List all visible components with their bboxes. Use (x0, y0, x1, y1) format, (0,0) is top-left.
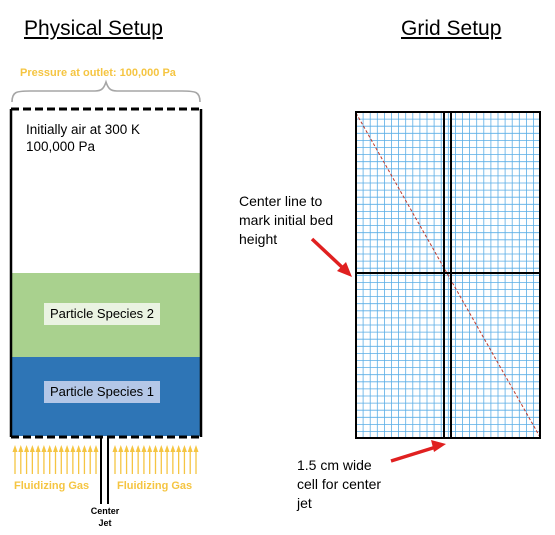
grid-setup-heading: Grid Setup (401, 17, 502, 40)
fluidizing-gas-right-arrow-head (129, 445, 135, 452)
fluidizing-gas-left-arrow-head (24, 445, 30, 452)
fluidizing-gas-left-arrow-head (93, 445, 99, 452)
fluidizing-gas-right-arrow-head (187, 445, 193, 452)
jet-cell-arrow-head (431, 440, 446, 452)
center-jet-label-line1: Center (90, 506, 120, 516)
outlet-pressure-label: Pressure at outlet: 100,000 Pa (20, 67, 176, 79)
fluidizing-gas-right-arrow-head (164, 445, 170, 452)
fluidizing-gas-left-arrow-head (81, 445, 87, 452)
fluidizing-gas-left-arrow-head (47, 445, 53, 452)
fluidizing-gas-right-arrow-head (118, 445, 124, 452)
particle-species-1-label: Particle Species 1 (44, 381, 160, 403)
jet-cell-annotation: 1.5 cm wide cell for center jet (297, 456, 381, 513)
fluidizing-gas-right-arrow-head (147, 445, 153, 452)
fluidizing-gas-left-arrow-head (87, 445, 93, 452)
fluidizing-gas-right-arrow-head (181, 445, 187, 452)
fluidizing-gas-right-arrow-head (193, 445, 199, 452)
fluidizing-gas-left-arrow-head (12, 445, 18, 452)
jet-cell-annotation-line3: jet (297, 495, 312, 511)
initial-conditions-line1: Initially air at 300 K (26, 122, 141, 137)
fluidizing-gas-right-arrow-head (112, 445, 118, 452)
center-jet-label: Center Jet (84, 505, 126, 529)
fluidizing-gas-right-arrow-head (141, 445, 147, 452)
fluidizing-gas-right-arrow-head (170, 445, 176, 452)
jet-cell-annotation-line1: 1.5 cm wide (297, 457, 372, 473)
fluidizing-gas-left-arrow-head (53, 445, 58, 452)
fluidizing-gas-left-arrow-head (64, 445, 70, 452)
fluidizing-gas-left-arrow-head (58, 445, 64, 452)
fluidizing-gas-left-arrow-head (76, 445, 82, 452)
initial-conditions-line2: 100,000 Pa (26, 139, 96, 154)
fluidizing-gas-right-arrow-head (124, 445, 130, 452)
center-line-annotation-line1: Center line to (239, 193, 323, 209)
fluidizing-gas-right-arrow-head (135, 445, 141, 452)
center-jet-label-line2: Jet (98, 518, 112, 528)
center-line-annotation: Center line to mark initial bed height (239, 192, 333, 249)
jet-cell-annotation-line2: cell for center (297, 476, 382, 492)
fluidizing-gas-left-arrow-head (18, 445, 24, 452)
fluidizing-gas-arrows-left (12, 445, 99, 474)
outlet-bracket (11, 79, 201, 103)
fluidizing-gas-label-right: Fluidizing Gas (117, 480, 193, 492)
initial-conditions: Initially air at 300 K 100,000 Pa (26, 121, 140, 155)
fluidizing-gas-left-arrow-head (41, 445, 47, 452)
fluidizing-gas-left-arrow-head (70, 445, 76, 452)
particle-species-2-label: Particle Species 2 (44, 303, 160, 325)
fluidizing-gas-label-left: Fluidizing Gas (14, 480, 90, 492)
grid-border (355, 111, 541, 439)
fluidizing-gas-left-arrow-head (29, 445, 35, 452)
center-line-annotation-line2: mark initial bed (239, 212, 334, 228)
center-line-annotation-line3: height (239, 231, 278, 247)
center-line-arrow-shaft (310, 237, 346, 271)
fluidizing-gas-right-arrow-head (158, 445, 164, 452)
grid-diagonal-line (355, 112, 541, 438)
center-line-arrow-head (337, 262, 352, 277)
fluidizing-gas-arrows-right (112, 445, 199, 474)
fluidizing-gas-left-arrow-head (35, 445, 41, 452)
jet-cell-arrow-shaft (390, 445, 437, 463)
fluidizing-gas-right-arrow-head (153, 445, 158, 452)
fluidizing-gas-right-arrow-head (176, 445, 182, 452)
physical-setup-heading: Physical Setup (24, 17, 163, 40)
